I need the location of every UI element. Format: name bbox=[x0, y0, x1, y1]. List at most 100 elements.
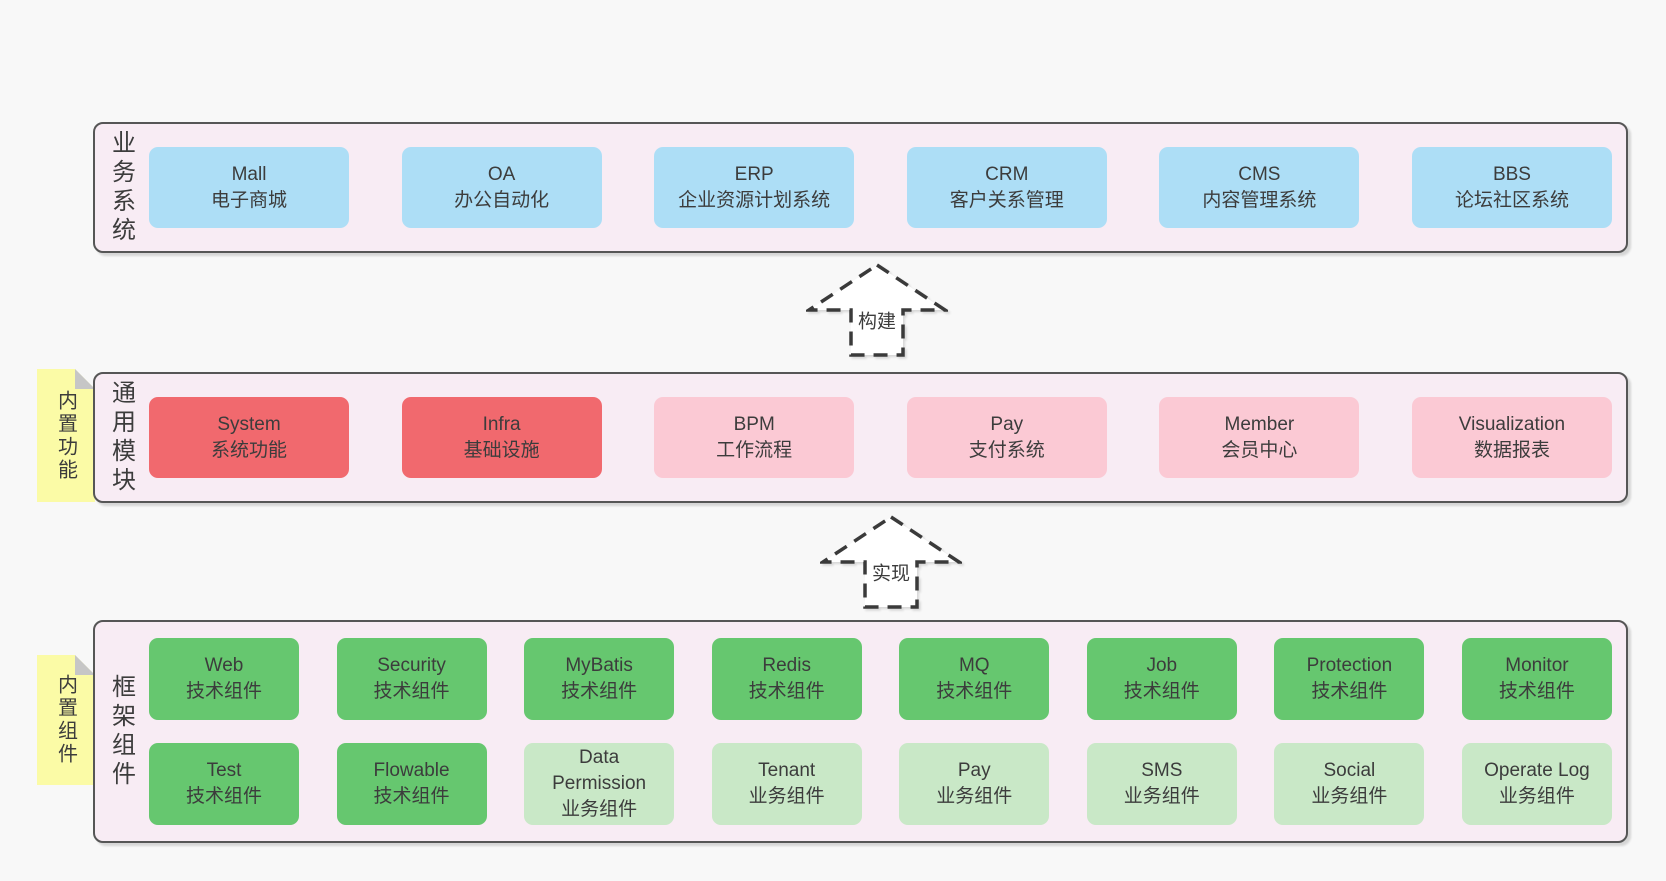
node-title: Redis bbox=[762, 655, 811, 676]
framework-row-technical: Web 技术组件 Security 技术组件 MyBatis 技术组件 Redi… bbox=[149, 638, 1612, 720]
node-web: Web 技术组件 bbox=[149, 638, 299, 720]
node-subtitle: 技术组件 bbox=[185, 786, 262, 807]
node-subtitle: 业务组件 bbox=[748, 786, 825, 807]
node-title: Test bbox=[206, 760, 242, 781]
node-tenant: Tenant 业务组件 bbox=[711, 743, 862, 825]
node-subtitle: 技术组件 bbox=[373, 786, 450, 807]
node-title: MQ bbox=[958, 655, 990, 676]
layer-common-modules-boxes: System 系统功能 Infra 基础设施 BPM 工作流程 Pay 支付系统… bbox=[147, 374, 1626, 501]
node-security: Security 技术组件 bbox=[336, 638, 487, 720]
node-title: BPM bbox=[733, 413, 775, 435]
node-title: Tenant bbox=[758, 760, 816, 781]
arrow-build-label: 构建 bbox=[854, 305, 900, 335]
node-title: Social bbox=[1323, 760, 1376, 781]
node-title: Infra bbox=[482, 413, 521, 435]
node-infra: Infra 基础设施 bbox=[401, 397, 602, 478]
node-subtitle: 业务组件 bbox=[1123, 786, 1200, 807]
layer-business-systems-label: 业务系统 bbox=[107, 129, 135, 246]
node-bbs: BBS 论坛社区系统 bbox=[1411, 147, 1612, 228]
node-subtitle: 工作流程 bbox=[716, 439, 793, 461]
node-subtitle: 技术组件 bbox=[1311, 681, 1388, 702]
node-operate-log: Operate Log 业务组件 bbox=[1461, 743, 1612, 825]
layer-framework-components: 框架组件 Web 技术组件 Security 技术组件 MyBatis 技术组件… bbox=[93, 620, 1628, 843]
layer-common-modules: 通用模块 System 系统功能 Infra 基础设施 BPM 工作流程 Pay… bbox=[93, 372, 1628, 503]
node-visualization: Visualization 数据报表 bbox=[1411, 397, 1612, 478]
node-subtitle: 技术组件 bbox=[936, 681, 1013, 702]
node-test: Test 技术组件 bbox=[149, 743, 299, 825]
node-title: CRM bbox=[985, 163, 1029, 185]
note-built-in-components-label: 内置组件 bbox=[54, 674, 77, 766]
node-title: SMS bbox=[1141, 760, 1183, 781]
node-title: Visualization bbox=[1458, 413, 1566, 435]
node-title: Operate Log bbox=[1484, 760, 1590, 781]
node-title: CMS bbox=[1238, 163, 1281, 185]
node-system: System 系统功能 bbox=[149, 397, 349, 478]
node-crm: CRM 客户关系管理 bbox=[906, 147, 1107, 228]
node-title: Data Permission bbox=[552, 747, 647, 794]
node-subtitle: 技术组件 bbox=[748, 681, 825, 702]
node-subtitle: 论坛社区系统 bbox=[1454, 189, 1569, 211]
node-social: Social 业务组件 bbox=[1274, 743, 1425, 825]
layer-common-modules-label: 通用模块 bbox=[107, 379, 135, 496]
node-subtitle: 会员中心 bbox=[1221, 439, 1298, 461]
node-mybatis: MyBatis 技术组件 bbox=[524, 638, 675, 720]
node-subtitle: 客户关系管理 bbox=[949, 189, 1064, 211]
arrow-build: 构建 bbox=[806, 262, 948, 358]
node-subtitle: 技术组件 bbox=[561, 681, 638, 702]
node-protection: Protection 技术组件 bbox=[1274, 638, 1425, 720]
node-redis: Redis 技术组件 bbox=[711, 638, 862, 720]
node-data-permission: Data Permission 业务组件 bbox=[524, 743, 675, 825]
note-fold-icon bbox=[75, 655, 95, 675]
framework-row-business: Test 技术组件 Flowable 技术组件 Data Permission … bbox=[149, 743, 1612, 825]
node-oa: OA 办公自动化 bbox=[401, 147, 602, 228]
node-title: Pay bbox=[990, 413, 1024, 435]
note-built-in-functions: 内置功能 bbox=[37, 369, 95, 502]
layer-business-systems-boxes: Mall 电子商城 OA 办公自动化 ERP 企业资源计划系统 CRM 客户关系… bbox=[147, 124, 1626, 251]
node-mq: MQ 技术组件 bbox=[899, 638, 1050, 720]
node-title: MyBatis bbox=[565, 655, 633, 676]
layer-framework-components-label: 框架组件 bbox=[107, 673, 135, 790]
node-title: ERP bbox=[734, 163, 774, 185]
node-mall: Mall 电子商城 bbox=[149, 147, 349, 228]
node-title: Mall bbox=[231, 163, 267, 185]
node-subtitle: 办公自动化 bbox=[454, 189, 550, 211]
layer-business-systems: 业务系统 Mall 电子商城 OA 办公自动化 ERP 企业资源计划系统 CRM… bbox=[93, 122, 1628, 253]
arrow-implement: 实现 bbox=[820, 514, 962, 610]
node-erp: ERP 企业资源计划系统 bbox=[654, 147, 855, 228]
node-subtitle: 技术组件 bbox=[185, 681, 262, 702]
node-subtitle: 技术组件 bbox=[1498, 681, 1575, 702]
node-subtitle: 技术组件 bbox=[373, 681, 450, 702]
node-subtitle: 业务组件 bbox=[936, 786, 1013, 807]
node-job: Job 技术组件 bbox=[1086, 638, 1237, 720]
node-title: BBS bbox=[1492, 163, 1531, 185]
node-pay-system: Pay 支付系统 bbox=[906, 397, 1107, 478]
node-title: Security bbox=[377, 655, 446, 676]
node-subtitle: 系统功能 bbox=[210, 439, 287, 461]
node-subtitle: 基础设施 bbox=[463, 439, 540, 461]
note-built-in-functions-label: 内置功能 bbox=[54, 389, 77, 482]
node-monitor: Monitor 技术组件 bbox=[1461, 638, 1612, 720]
node-bpm: BPM 工作流程 bbox=[654, 397, 855, 478]
node-subtitle: 业务组件 bbox=[1311, 786, 1388, 807]
node-subtitle: 数据报表 bbox=[1473, 439, 1550, 461]
node-title: OA bbox=[487, 163, 516, 185]
node-title: Pay bbox=[957, 760, 991, 781]
node-title: Monitor bbox=[1505, 655, 1569, 676]
node-member: Member 会员中心 bbox=[1159, 397, 1360, 478]
node-sms: SMS 业务组件 bbox=[1086, 743, 1237, 825]
node-title: Protection bbox=[1306, 655, 1393, 676]
node-title: Member bbox=[1224, 413, 1295, 435]
node-subtitle: 电子商城 bbox=[210, 189, 287, 211]
node-subtitle: 业务组件 bbox=[561, 799, 638, 820]
note-fold-icon bbox=[75, 369, 95, 389]
node-subtitle: 支付系统 bbox=[968, 439, 1045, 461]
node-subtitle: 业务组件 bbox=[1498, 786, 1575, 807]
node-subtitle: 内容管理系统 bbox=[1202, 189, 1317, 211]
node-subtitle: 企业资源计划系统 bbox=[678, 189, 831, 211]
node-title: Flowable bbox=[373, 760, 450, 781]
node-title: System bbox=[217, 413, 281, 435]
node-title: Web bbox=[204, 655, 244, 676]
node-subtitle: 技术组件 bbox=[1123, 681, 1200, 702]
layer-framework-components-boxes: Web 技术组件 Security 技术组件 MyBatis 技术组件 Redi… bbox=[147, 622, 1626, 841]
